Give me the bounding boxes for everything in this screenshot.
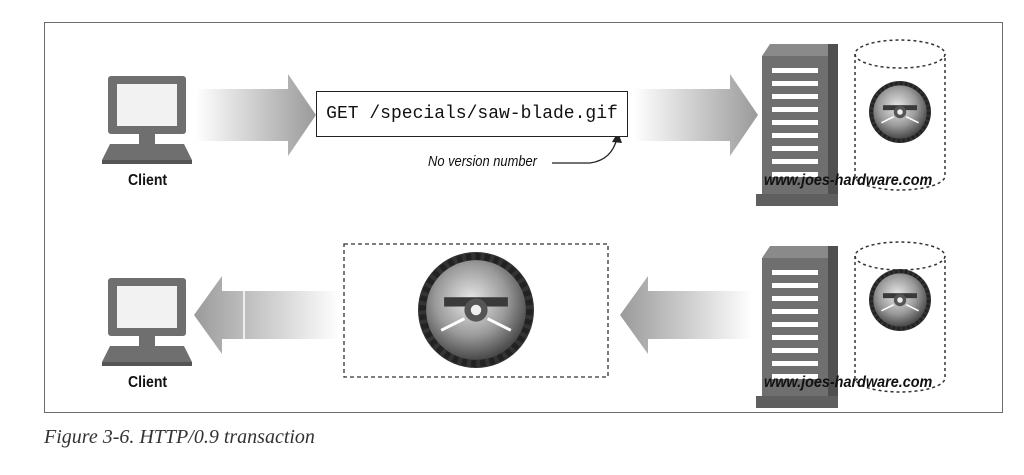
figure-caption: Figure 3-6. HTTP/0.9 transaction [44,426,315,448]
client-label-top: Client [128,172,168,189]
figure-frame [44,22,1003,413]
response-arrow-left-segment [194,276,340,354]
saw-blade-icon-bottom [869,269,931,331]
saw-blade-image [418,252,534,368]
database-top [855,39,945,191]
client-computer-top [102,76,192,164]
annotation-arrow [552,132,622,164]
saw-blade-icon-top [869,81,931,143]
server-label-bottom: www.joes-hardware.com [764,374,933,391]
client-computer-bottom [102,278,192,366]
database-bottom [855,241,945,393]
response-arrow-right-segment [620,276,752,354]
no-version-annotation: No version number [428,153,537,170]
request-arrow-right-segment [634,74,758,156]
request-line-box: GET /specials/saw-blade.gif [316,91,628,137]
request-arrow-left-segment [196,74,316,156]
server-label-top: www.joes-hardware.com [764,172,933,189]
response-content-box [343,244,609,377]
client-label-bottom: Client [128,374,168,391]
